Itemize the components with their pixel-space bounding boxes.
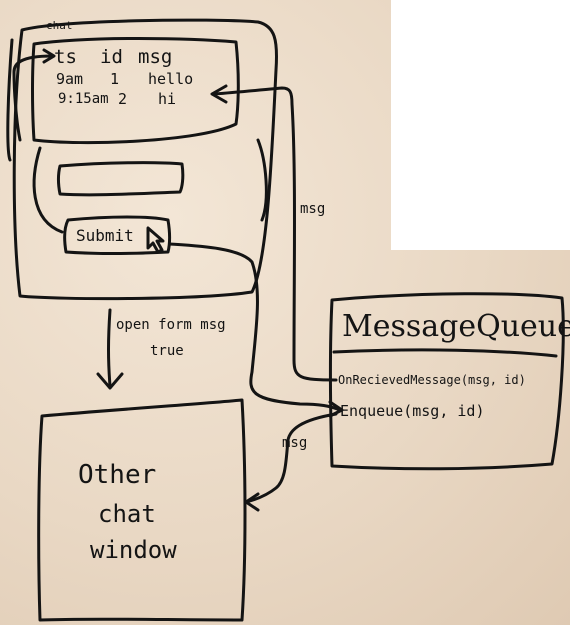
submit-to-enqueue-line	[168, 242, 342, 412]
queue-to-other-window-line	[244, 412, 338, 504]
cursor-arrow	[146, 226, 165, 254]
other-window-line-2: chat	[98, 500, 156, 528]
down-arrow-head	[96, 372, 124, 390]
table-header-msg: msg	[138, 46, 173, 68]
table-left-bracket	[12, 54, 54, 142]
table-row-1-msg: hello	[148, 70, 194, 88]
table-header-arrowhead	[42, 48, 56, 64]
message-queue-divider	[332, 348, 558, 358]
image-cutout	[391, 0, 570, 250]
table-row-2-ts: 9:15am	[58, 91, 109, 107]
table-arrowhead	[210, 84, 228, 104]
chat-window-frame	[12, 18, 278, 301]
msg-label-bottom: msg	[282, 435, 308, 451]
open-form-label-2: true	[150, 343, 184, 359]
other-window-arrowhead	[244, 492, 260, 512]
message-queue-box	[329, 292, 565, 471]
open-form-label: open form msg	[116, 317, 226, 333]
table-header-id: id	[100, 46, 123, 68]
down-arrow-shaft	[107, 308, 112, 388]
table-row-1-id: 1	[110, 70, 120, 88]
submit-button-box	[63, 215, 171, 255]
other-chat-window-box	[37, 398, 247, 622]
chat-window-left-edge	[6, 38, 14, 162]
table-row-1-ts: 9am	[56, 70, 84, 88]
text-input-box	[57, 161, 185, 197]
table-to-submit-loop	[32, 146, 64, 234]
other-window-line-3: window	[90, 536, 177, 564]
queue-to-table-line	[212, 86, 338, 382]
chat-window-side-curve	[256, 138, 268, 222]
message-queue-method-onreceived: OnRecievedMessage(msg, id)	[338, 373, 526, 387]
chat-window-title: chat	[46, 19, 73, 32]
message-queue-title: MessageQueue	[342, 309, 570, 344]
submit-label: Submit	[76, 226, 134, 245]
table-row-2-id: 2	[118, 90, 128, 108]
message-table-box	[31, 37, 240, 145]
table-header-ts: ts	[54, 46, 77, 68]
msg-label-top: msg	[300, 201, 326, 217]
other-window-line-1: Other	[78, 460, 157, 490]
table-row-2-msg: hi	[158, 90, 177, 108]
message-queue-method-enqueue: Enqueue(msg, id)	[340, 402, 485, 420]
